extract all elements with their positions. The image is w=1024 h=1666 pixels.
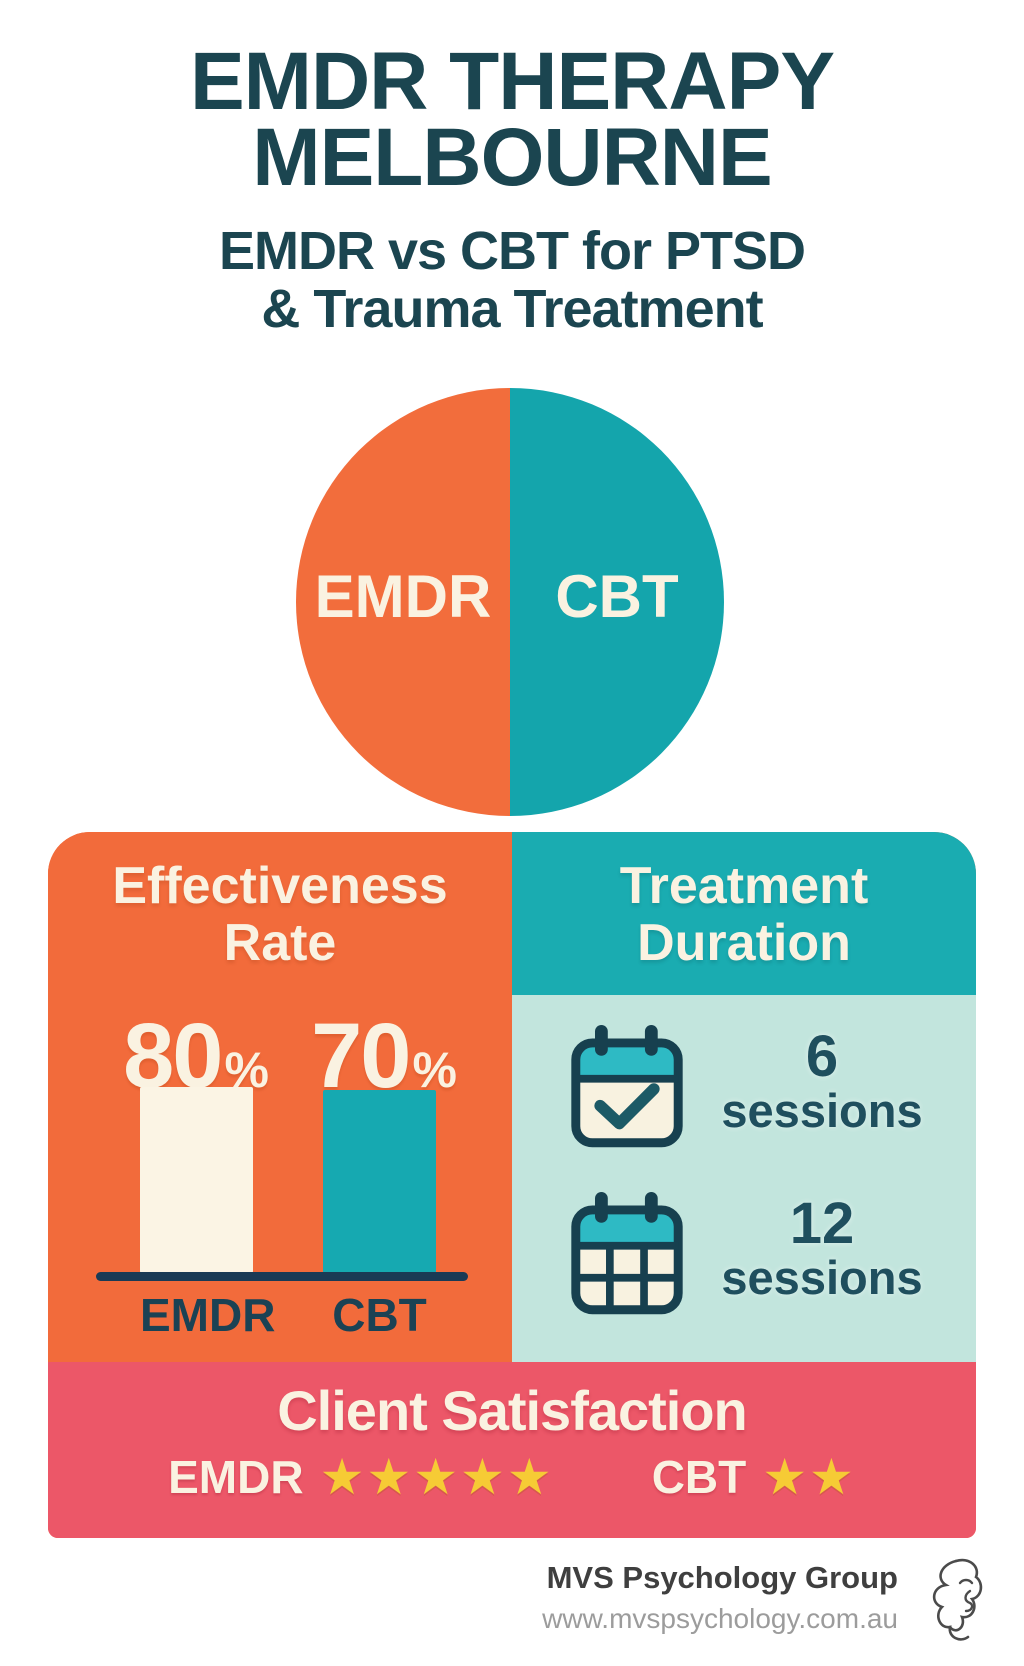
effectiveness-title-line-1: Effectiveness [112, 857, 448, 915]
title-line-2: MELBOURNE [252, 112, 772, 204]
brand-name: MVS Psychology Group [546, 1560, 898, 1595]
satisfaction-cbt-label: CBT [651, 1451, 747, 1503]
emdr-star-rating: ★★★★★ [319, 1449, 554, 1505]
cbt-bar [323, 1090, 436, 1273]
emdr-session-unit: sessions [721, 1084, 923, 1137]
comparison-panel: Effectiveness Rate 80% 70% EMDR CBT Trea… [48, 832, 976, 1538]
effectiveness-section: Effectiveness Rate 80% 70% EMDR CBT [48, 832, 512, 1362]
duration-title-line-2: Duration [637, 914, 851, 973]
page-title: EMDR THERAPY MELBOURNE [0, 36, 1024, 204]
duration-cbt: 12 sessions [682, 1191, 962, 1304]
pie-label-cbt: CBT [555, 562, 679, 630]
bar-chart-baseline [96, 1272, 468, 1281]
cbt-session-unit: sessions [721, 1251, 923, 1304]
subtitle-line-1: EMDR vs CBT for PTSD [218, 221, 806, 281]
duration-title: Treatment Duration [512, 857, 976, 973]
footer-text: MVS Psychology Group www.mvspsychology.c… [542, 1560, 898, 1635]
duration-emdr: 6 sessions [682, 1024, 962, 1137]
calendar-check-icon [571, 1025, 683, 1148]
duration-title-line-1: Treatment [619, 857, 869, 915]
cbt-star-rating: ★★ [762, 1449, 856, 1505]
brand-url: www.mvspsychology.com.au [542, 1603, 898, 1634]
duration-section-header: Treatment Duration [512, 832, 976, 995]
effectiveness-title-line-2: Rate [223, 914, 337, 973]
cbt-percent-sign: % [412, 1042, 457, 1098]
cbt-session-count: 12 [789, 1191, 855, 1256]
duration-section-body: 6 sessions 12 sessions [512, 995, 976, 1362]
satisfaction-emdr-label: EMDR [168, 1451, 304, 1503]
page-subtitle: EMDR vs CBT for PTSD & Trauma Treatment [0, 222, 1024, 339]
satisfaction-title: Client Satisfaction [277, 1379, 748, 1442]
cbt-bar-label: CBT [332, 1289, 427, 1341]
pie-label-emdr: EMDR [314, 562, 492, 630]
subtitle-line-2: & Trauma Treatment [261, 279, 763, 340]
title-line-1: EMDR THERAPY [189, 36, 835, 127]
satisfaction-section: Client Satisfaction EMDR ★★★★★ CBT ★★ [48, 1362, 976, 1538]
calendar-grid-icon [571, 1192, 683, 1315]
emdr-cbt-pie-chart: EMDR CBT [296, 388, 724, 816]
emdr-bar-label: EMDR [140, 1289, 276, 1341]
emdr-session-count: 6 [805, 1024, 839, 1089]
mvs-psychology-logo-icon [932, 1558, 983, 1641]
emdr-bar [140, 1087, 253, 1273]
effectiveness-title: Effectiveness Rate [48, 857, 512, 973]
satisfaction-ratings: EMDR ★★★★★ CBT ★★ [48, 1450, 976, 1504]
